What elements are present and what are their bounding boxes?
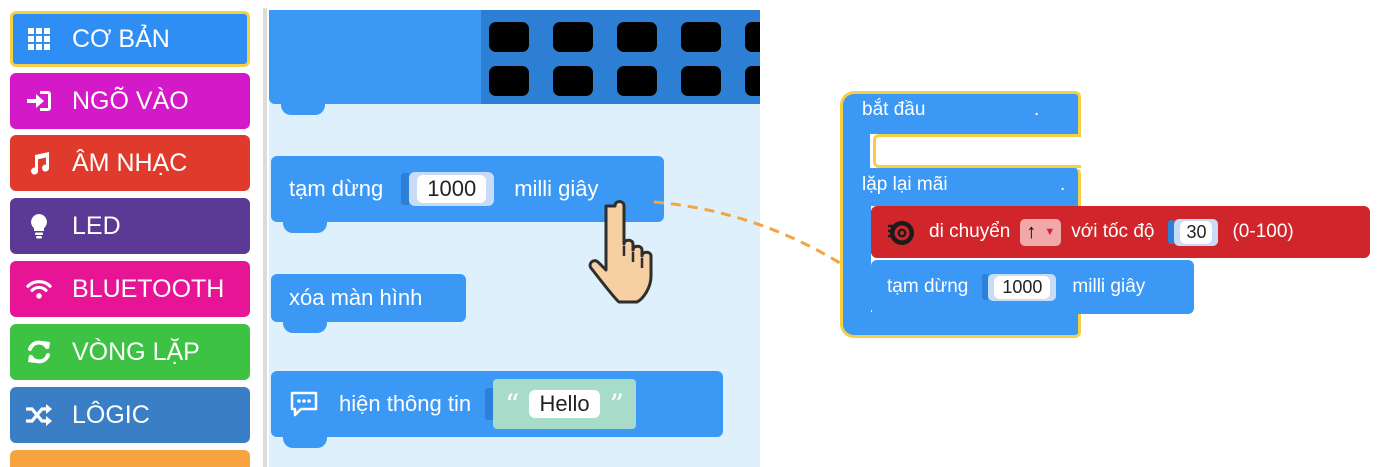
show-string-block[interactable]: hiện thông tin “ Hello ” (271, 371, 723, 437)
input-slot-tab (1168, 220, 1175, 244)
forever-label: lặp lại mãi (862, 174, 948, 195)
up-arrow-icon: ↑ (1026, 220, 1037, 243)
forever-arm (840, 200, 871, 318)
block-notch (283, 222, 327, 233)
led-cell[interactable] (745, 66, 760, 96)
motor-speed-field[interactable]: 30 (1180, 220, 1213, 244)
motor-speed-label: với tốc độ (1071, 221, 1155, 242)
category-label: CƠ BẢN (72, 24, 170, 53)
led-cell[interactable] (617, 22, 657, 52)
show-string-label: hiện thông tin (339, 391, 472, 416)
direction-dropdown[interactable]: ↑ ▼ (1020, 218, 1062, 246)
on-start-label: bắt đầu (862, 99, 926, 120)
input-slot-tab (982, 274, 989, 300)
pause-label: tạm dừng (289, 176, 384, 201)
on-start-dot: . (1034, 99, 1040, 120)
input-slot-tab (401, 173, 410, 205)
block-notch (283, 322, 327, 333)
led-cell[interactable] (745, 22, 760, 52)
open-quote: “ (505, 387, 520, 421)
block-notch (283, 437, 327, 448)
category-bluetooth[interactable]: BLUETOOTH (10, 261, 250, 317)
shuffle-icon (26, 402, 52, 428)
grid-icon (26, 26, 52, 52)
led-cell[interactable] (553, 22, 593, 52)
category-logic[interactable]: LÔGIC (10, 387, 250, 443)
led-cell[interactable] (489, 66, 529, 96)
number-slot: 30 (1174, 218, 1219, 246)
forever-dot: . (1060, 174, 1066, 195)
pause-duration-field[interactable]: 1000 (994, 275, 1051, 299)
led-cell[interactable] (489, 22, 529, 52)
category-label: ÂM NHẠC (72, 148, 188, 177)
clear-screen-label: xóa màn hình (289, 285, 423, 310)
number-slot: 1000 (409, 172, 495, 206)
category-loops[interactable]: VÒNG LẶP (10, 324, 250, 380)
pause-label: tạm dừng (887, 276, 969, 297)
input-slot-tab (485, 388, 494, 420)
category-basic[interactable]: CƠ BẢN (10, 11, 250, 67)
category-label: VÒNG LẶP (72, 337, 200, 366)
forever-foot (840, 312, 1081, 338)
motor-move-block[interactable]: di chuyển ↑ ▼ với tốc độ 30 (0-100) (871, 206, 1370, 258)
category-input[interactable]: NGÕ VÀO (10, 73, 250, 129)
pause-duration-field[interactable]: 1000 (417, 175, 487, 203)
block-flyout[interactable]: tạm dừng 1000 milli giây xóa màn hình hi… (269, 10, 760, 467)
category-label: LÔGIC (72, 400, 150, 429)
motor-move-label: di chuyển (929, 221, 1011, 242)
wifi-icon (26, 276, 52, 302)
pause-unit-label: milli giây (1072, 276, 1146, 297)
number-slot: 1000 (988, 273, 1057, 301)
led-cell[interactable] (553, 66, 593, 96)
wheel-icon (887, 218, 915, 246)
led-cell[interactable] (681, 22, 721, 52)
hand-pointer-icon (588, 200, 653, 304)
close-quote: ” (609, 387, 624, 421)
led-matrix-panel (481, 10, 760, 104)
category-partial[interactable] (10, 450, 250, 467)
led-cell[interactable] (617, 66, 657, 96)
show-string-field[interactable]: Hello (529, 390, 600, 418)
refresh-icon (26, 339, 52, 365)
on-start-empty-slot (873, 134, 1081, 168)
message-icon (289, 390, 319, 418)
category-label: NGÕ VÀO (72, 86, 189, 115)
music-icon (26, 150, 52, 176)
on-start-block[interactable] (840, 91, 1081, 134)
category-music[interactable]: ÂM NHẠC (10, 135, 250, 191)
bulb-icon (26, 213, 52, 239)
block-notch (884, 314, 922, 322)
pause-block[interactable]: tạm dừng 1000 milli giây (271, 156, 664, 222)
block-notch (281, 104, 325, 115)
text-slot: “ Hello ” (493, 379, 636, 429)
program-pause-block[interactable]: tạm dừng 1000 milli giây (871, 260, 1194, 314)
clear-screen-block[interactable]: xóa màn hình (271, 274, 466, 322)
pause-unit-label: milli giây (514, 176, 599, 201)
led-cell[interactable] (681, 66, 721, 96)
enter-icon (26, 88, 52, 114)
category-led[interactable]: LED (10, 198, 250, 254)
motor-range-label: (0-100) (1232, 221, 1294, 242)
sidebar-divider (263, 8, 267, 467)
chevron-down-icon: ▼ (1044, 226, 1056, 238)
category-label: LED (72, 211, 121, 240)
category-label: BLUETOOTH (72, 274, 225, 303)
forever-block[interactable] (840, 168, 1081, 206)
